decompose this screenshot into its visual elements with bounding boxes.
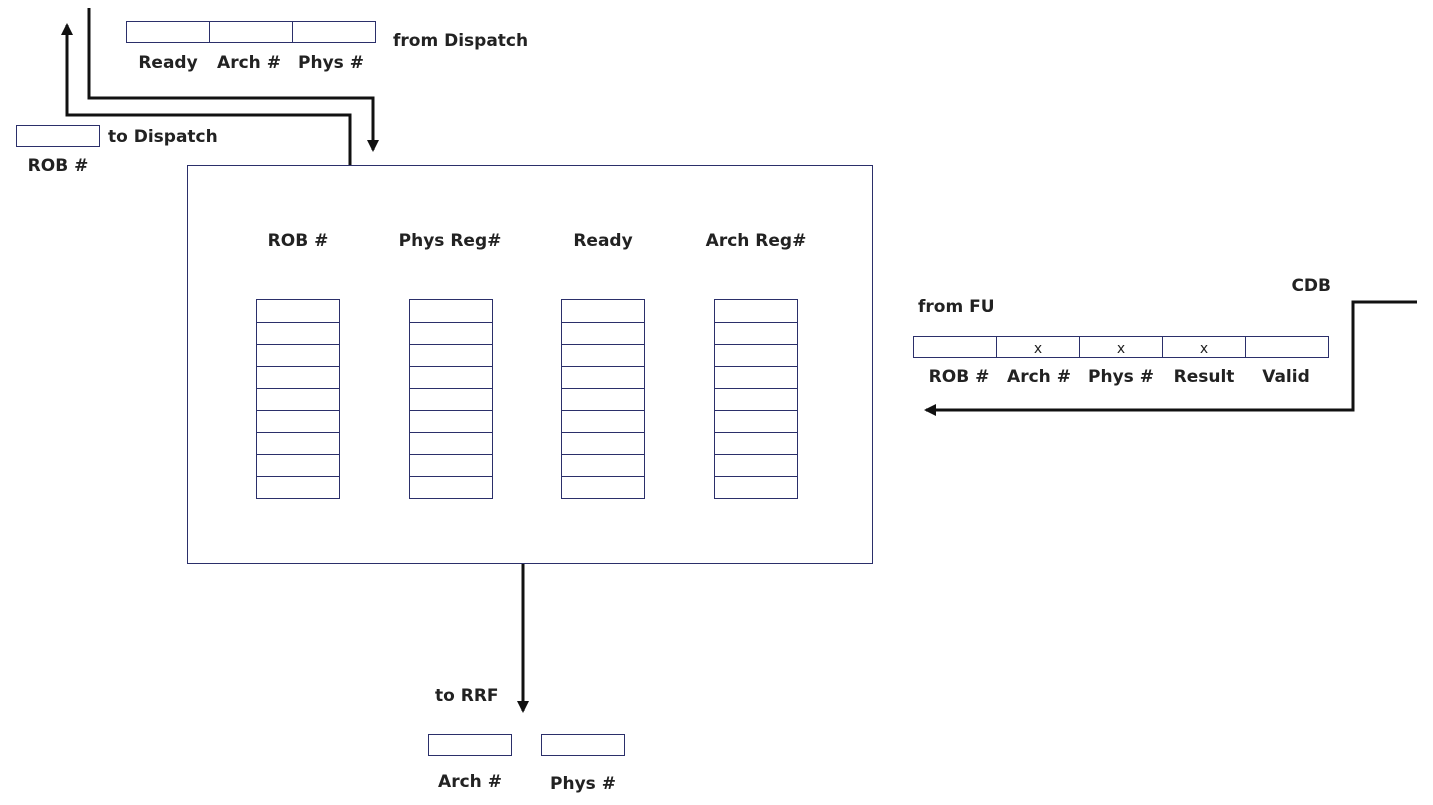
rob-column-header: Phys Reg# [398, 231, 502, 251]
rob-entry [715, 388, 797, 410]
bus-cell: x [1079, 337, 1162, 357]
from-fu-bus: x x x [913, 336, 1329, 358]
from-dispatch-wire [87, 8, 379, 152]
rob-entry [562, 322, 644, 344]
rob-entry [257, 388, 339, 410]
rob-column-ready [561, 299, 645, 499]
rob-entry [715, 344, 797, 366]
rob-entry [257, 432, 339, 454]
reorder-buffer [187, 165, 873, 564]
bus-cell [127, 22, 209, 42]
bus-cell: x [1162, 337, 1245, 357]
rob-entry [562, 476, 644, 498]
rob-entry [410, 410, 492, 432]
bus-cell: x [996, 337, 1079, 357]
rob-entry [715, 366, 797, 388]
rob-entry [715, 322, 797, 344]
rob-entry [410, 366, 492, 388]
rob-column-rob [256, 299, 340, 499]
rob-entry [715, 476, 797, 498]
field-label-arch: Arch # [1007, 367, 1071, 387]
field-label-arch: Arch # [217, 53, 281, 73]
rob-entry [562, 388, 644, 410]
rob-entry [410, 344, 492, 366]
cdb-wire [924, 300, 1417, 416]
bus-cell [292, 22, 375, 42]
field-label-phys: Phys # [550, 774, 616, 794]
rob-entry [562, 410, 644, 432]
from-dispatch-bus [126, 21, 376, 43]
field-label-ready: Ready [138, 53, 198, 73]
field-label-valid: Valid [1262, 367, 1310, 387]
field-label-arch: Arch # [438, 772, 502, 792]
rrf-phys-field [541, 734, 625, 756]
rob-entry [257, 454, 339, 476]
rob-entry [410, 454, 492, 476]
rob-entry [257, 410, 339, 432]
to-dispatch-label: to Dispatch [108, 127, 218, 147]
bus-cell [914, 337, 996, 357]
rob-column-header: Arch Reg# [705, 231, 807, 251]
rob-column-header: Ready [573, 231, 633, 251]
rob-entry [257, 322, 339, 344]
bus-cell [209, 22, 292, 42]
field-label-phys: Phys # [1088, 367, 1154, 387]
rob-entry [257, 476, 339, 498]
rob-entry [410, 300, 492, 322]
rob-entry [410, 476, 492, 498]
from-dispatch-label: from Dispatch [393, 31, 529, 51]
to-dispatch-wire [61, 23, 352, 165]
rob-entry [715, 454, 797, 476]
rob-entry [562, 344, 644, 366]
bus-cell [1245, 337, 1328, 357]
rob-entry [562, 432, 644, 454]
rob-column-arch-reg [714, 299, 798, 499]
rob-entry [715, 432, 797, 454]
rob-entry [257, 366, 339, 388]
field-label-result: Result [1173, 367, 1235, 387]
rob-entry [410, 388, 492, 410]
field-label-rob: ROB # [928, 367, 990, 387]
rrf-arch-field [428, 734, 512, 756]
rob-entry [562, 454, 644, 476]
rob-entry [410, 322, 492, 344]
rob-entry [257, 344, 339, 366]
rob-column-header: ROB # [267, 231, 329, 251]
from-fu-label: from FU [918, 297, 995, 317]
rob-entry [257, 300, 339, 322]
to-dispatch-field [16, 125, 100, 147]
rob-entry [410, 432, 492, 454]
cdb-label: CDB [1291, 276, 1331, 296]
field-label-rob: ROB # [27, 156, 89, 176]
rob-entry [715, 410, 797, 432]
rob-entry [715, 300, 797, 322]
to-rrf-label: to RRF [435, 686, 499, 706]
rob-entry [562, 366, 644, 388]
rob-entry [562, 300, 644, 322]
field-label-phys: Phys # [298, 53, 364, 73]
rob-column-phys-reg [409, 299, 493, 499]
